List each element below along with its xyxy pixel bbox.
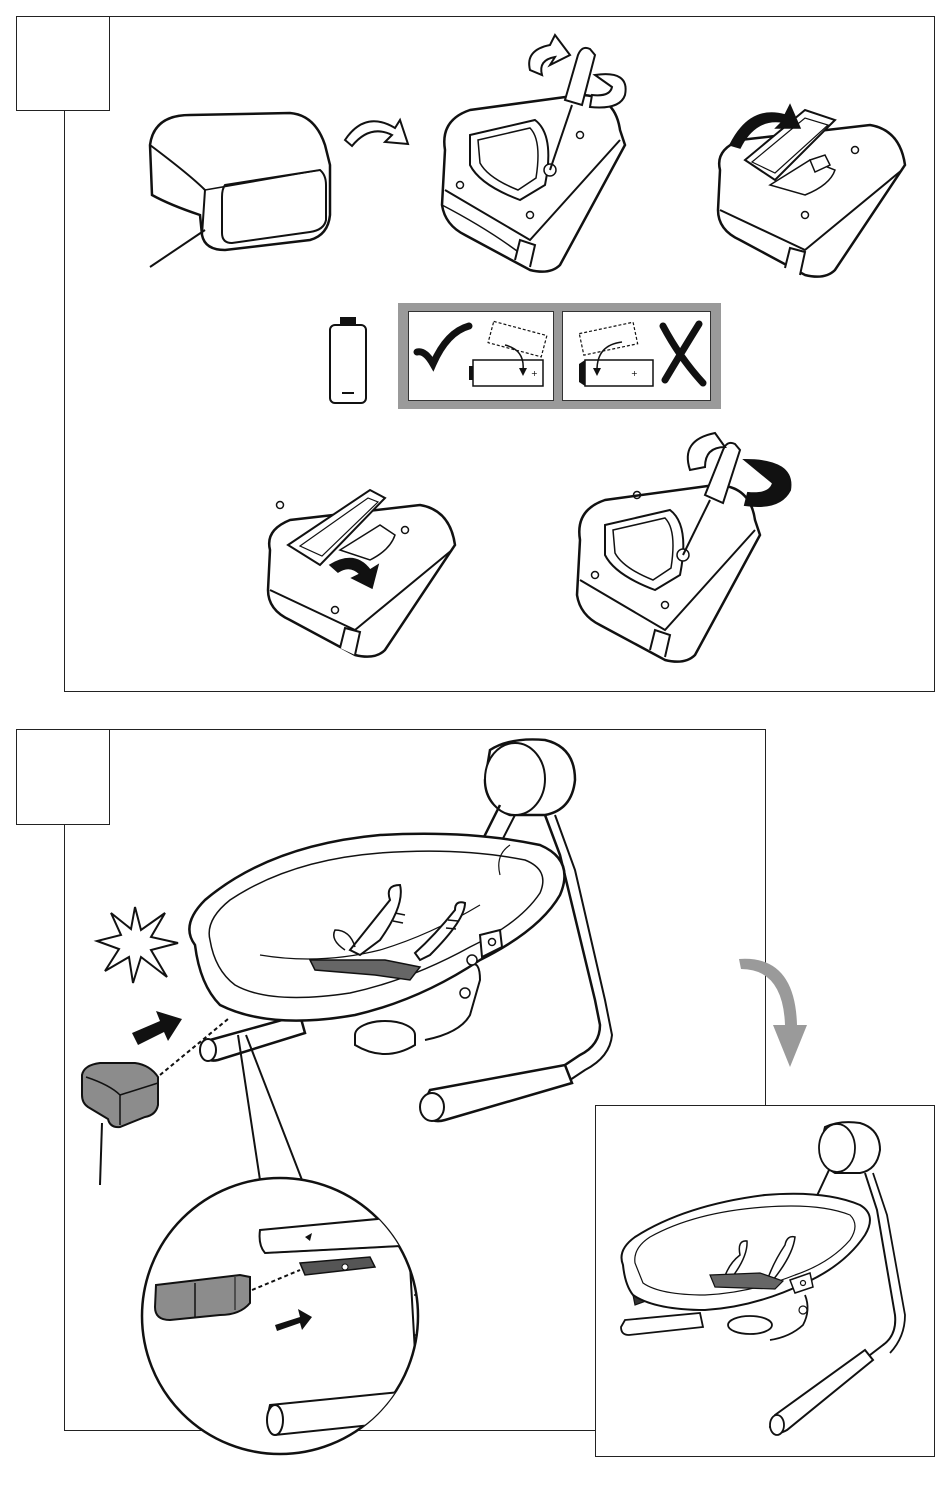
unscrew-cover-illustration [430, 35, 640, 280]
correct-orientation-box: + [408, 311, 554, 401]
battery-rotate-correct-icon: + [465, 320, 550, 392]
step-1-number-box [16, 16, 110, 111]
battery-icon [328, 315, 368, 405]
swing-seat-illustration [180, 735, 650, 1215]
wrong-orientation-box: + [562, 311, 711, 401]
attention-burst-icon [95, 905, 180, 985]
detail-magnifier-illustration [140, 1175, 420, 1457]
open-cover-illustration [710, 100, 910, 285]
assembled-swing-illustration [615, 1115, 915, 1445]
battery-orientation-panel: + + [398, 303, 721, 409]
screw-cover-illustration [565, 425, 805, 670]
battery-rotate-wrong-icon: + [567, 320, 657, 392]
step-2-number-box [16, 729, 110, 825]
battery-pack-illustration [140, 105, 340, 275]
svg-text:+: + [531, 369, 538, 378]
check-icon [413, 322, 473, 377]
down-curve-arrow-icon [735, 945, 815, 1070]
rotate-arrow-icon [340, 110, 415, 160]
svg-text:+: + [631, 369, 638, 378]
x-icon [655, 318, 710, 388]
close-cover-illustration [260, 480, 460, 665]
